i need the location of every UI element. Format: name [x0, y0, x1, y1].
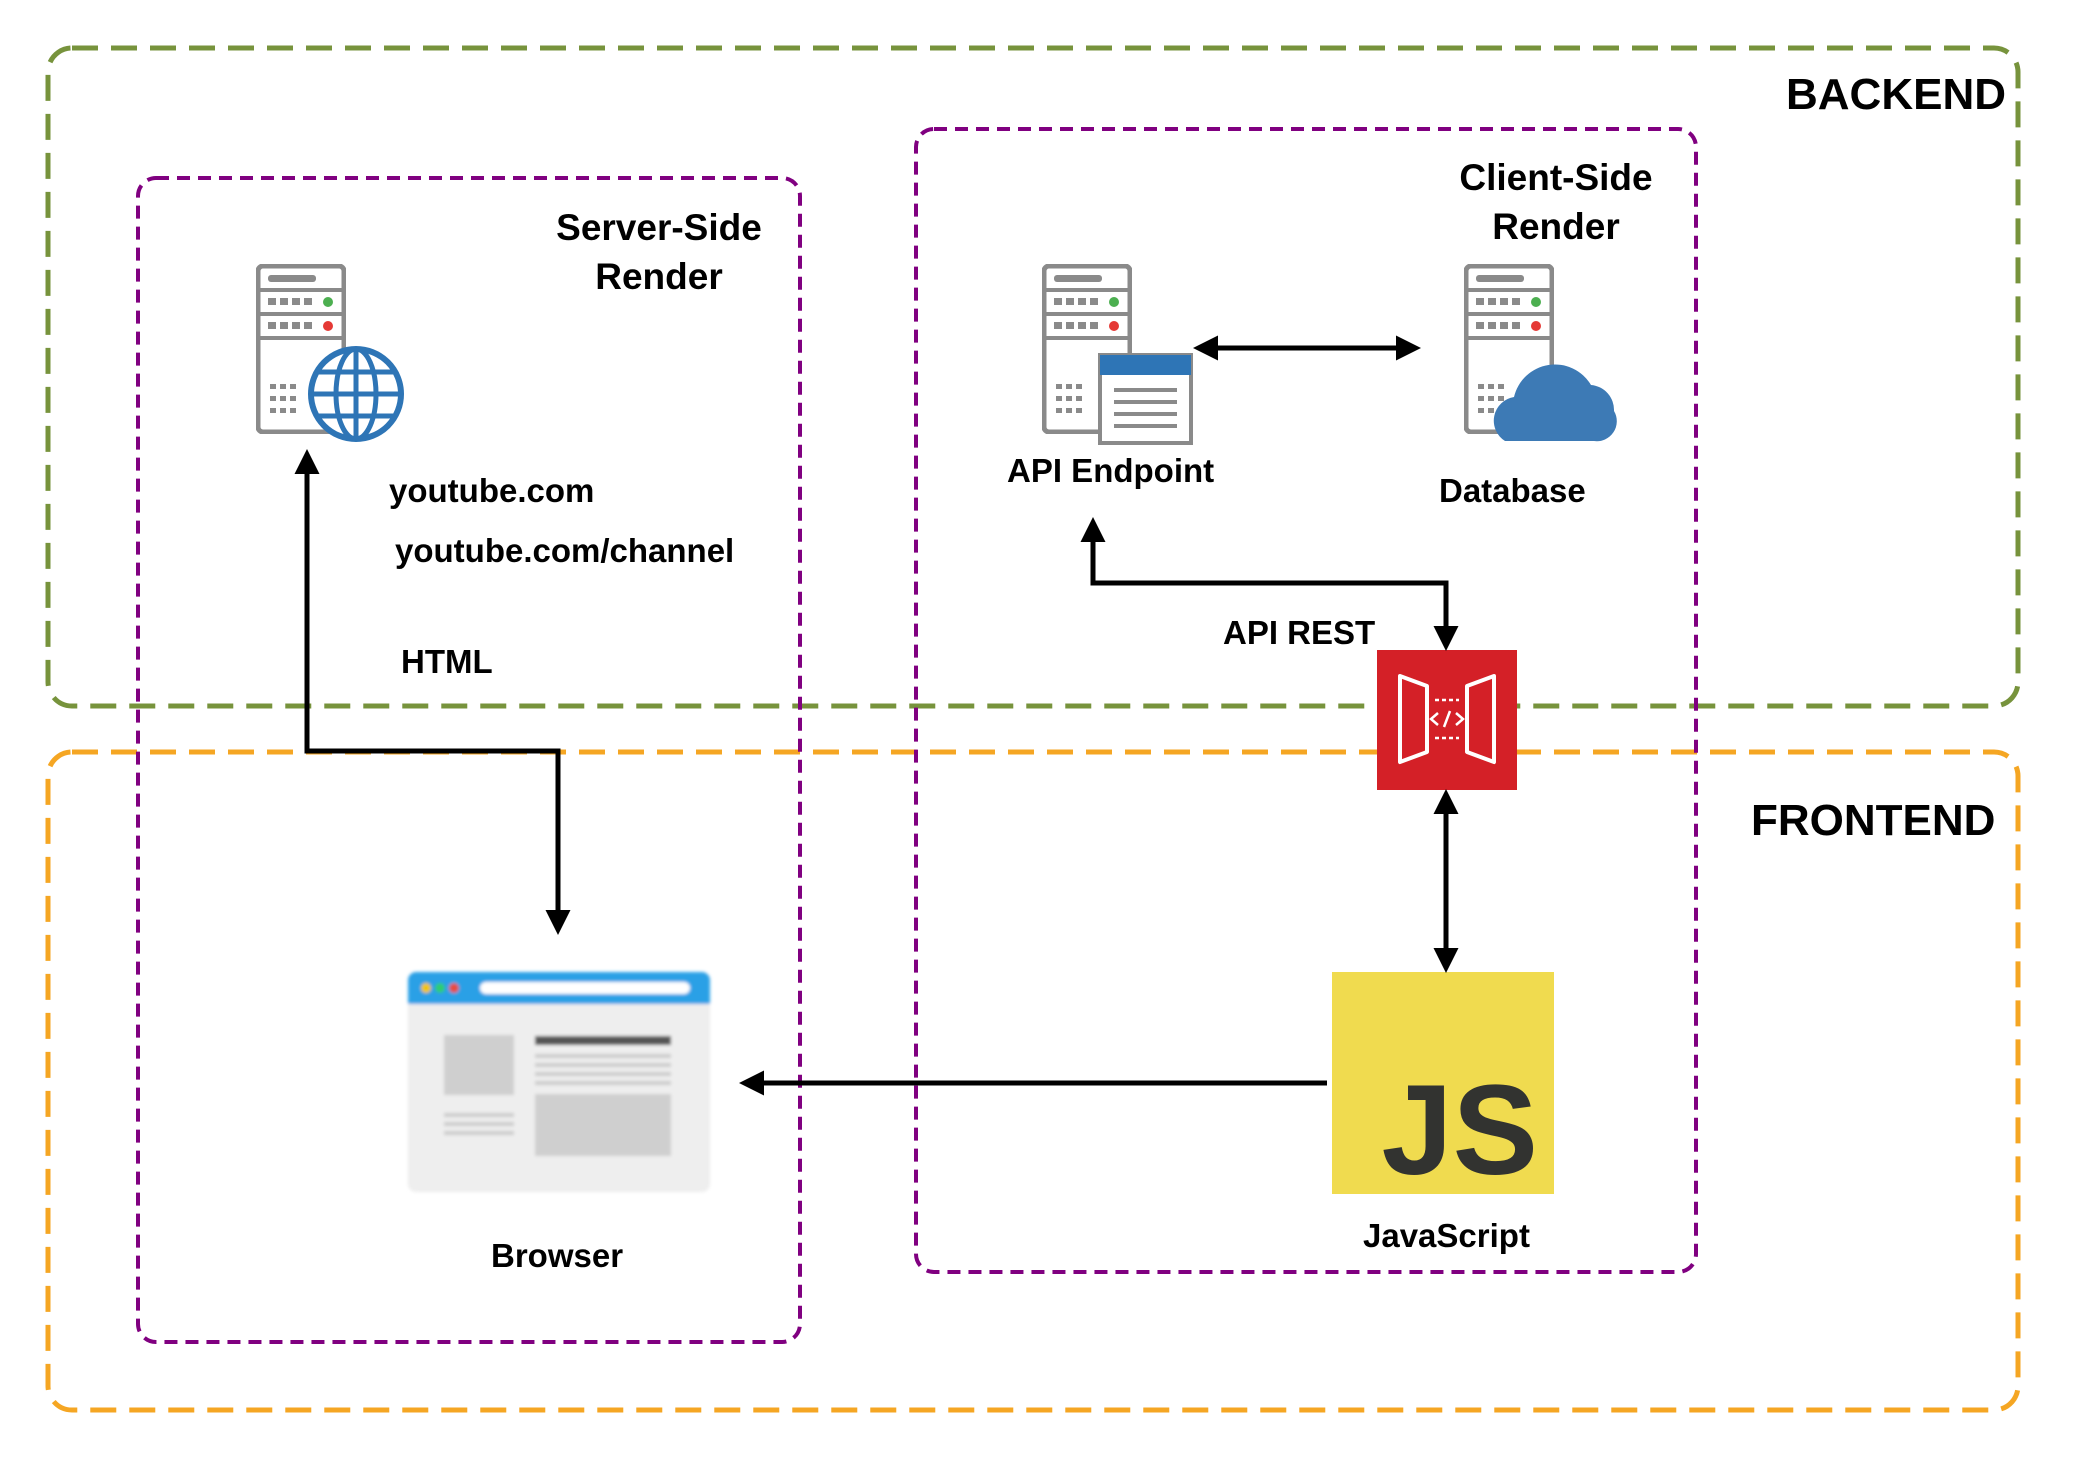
api-endpoint-label: API Endpoint [1007, 452, 1215, 489]
html-request-arrow [294, 449, 571, 935]
server-side-title-line2: Render [595, 256, 723, 298]
frontend-zone [45, 749, 2021, 1413]
backend-zone [45, 45, 2021, 709]
client-side-render-title: Client-Side Render [1448, 153, 1664, 251]
client-side-title-line1: Client-Side [1459, 157, 1653, 198]
javascript-logo-icon: JS [1332, 972, 1554, 1202]
url-home-label: youtube.com [389, 472, 595, 509]
server-side-render-title: Server-Side Render [548, 203, 770, 301]
server-side-title-line1: Server-Side [556, 207, 762, 248]
browser-window-icon [408, 972, 710, 1192]
url-channel-label: youtube.com/channel [395, 532, 735, 569]
database-server-icon [1466, 266, 1617, 442]
api-server-icon [1044, 266, 1193, 445]
html-label: HTML [401, 643, 493, 680]
database-label: Database [1439, 472, 1586, 509]
frontend-zone-label: FRONTEND [1751, 796, 1996, 845]
backend-zone-label: BACKEND [1786, 70, 2006, 119]
api-rest-arrow [1080, 517, 1459, 651]
client-side-render-section [914, 127, 1698, 1274]
js-logo-text: JS [1381, 1059, 1538, 1202]
server-side-render-section [136, 176, 802, 1344]
api-rest-label: API REST [1223, 614, 1376, 651]
api-gateway-icon [1377, 650, 1517, 790]
web-server-icon [258, 266, 404, 442]
javascript-label: JavaScript [1363, 1217, 1530, 1254]
browser-label: Browser [491, 1237, 624, 1274]
client-side-title-line2: Render [1492, 206, 1620, 248]
